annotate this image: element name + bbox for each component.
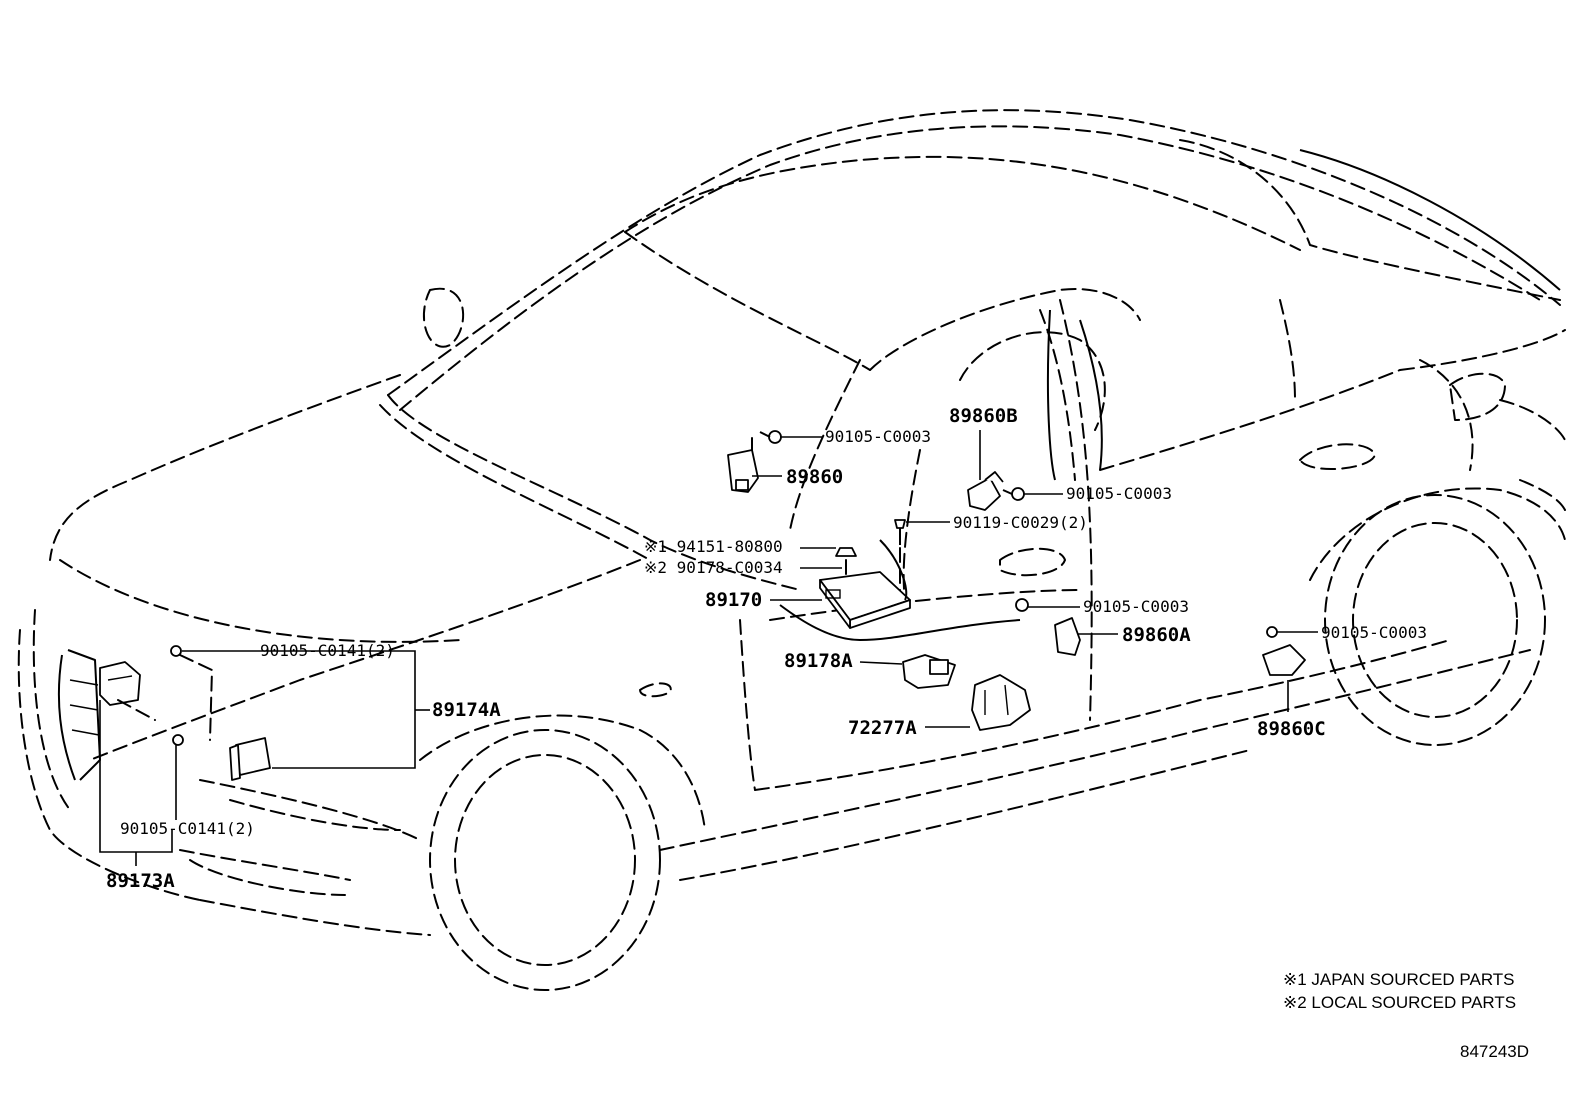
sensor-89860-part <box>727 437 759 493</box>
label-90105-c0003-b: 90105-C0003 <box>1066 484 1172 503</box>
diagram-id: 847243D <box>1460 1042 1529 1061</box>
label-90105-c0003-c: 90105-C0003 <box>1083 597 1189 616</box>
label-89860c: 89860C <box>1257 718 1326 740</box>
sensor-89860b-part <box>967 471 1004 511</box>
label-89860b: 89860B <box>949 405 1018 427</box>
airbag-ecu-89170-part <box>779 539 1021 641</box>
label-90105-c0141-b: 90105-C0141(2) <box>120 819 255 838</box>
sensor-89174a-part <box>170 645 271 781</box>
legend-notes: ※1 JAPAN SOURCED PARTS ※2 LOCAL SOURCED … <box>1283 970 1529 1061</box>
label-72277a: 72277A <box>848 717 917 739</box>
sensor-89178a-part <box>902 654 956 689</box>
label-89173a: 89173A <box>106 870 175 892</box>
label-90119-c0029: 90119-C0029(2) <box>953 513 1088 532</box>
label-89170: 89170 <box>705 589 762 611</box>
note-local-sourced: ※2 LOCAL SOURCED PARTS <box>1283 993 1516 1012</box>
label-90105-c0003-d: 90105-C0003 <box>1321 623 1427 642</box>
car-body-outline <box>49 109 1566 881</box>
label-89860a: 89860A <box>1122 624 1191 646</box>
label-89178a: 89178A <box>784 650 853 672</box>
label-89174a: 89174A <box>432 699 501 721</box>
part-labels: 90105-C0003 89860 89860B 90105-C0003 901… <box>106 405 1427 892</box>
bolt-90105-c0003-c-part <box>1015 598 1029 612</box>
leader-lines <box>99 430 1318 866</box>
rear-wheel-outline <box>1309 487 1566 746</box>
sensor-89860c-part <box>1262 626 1306 676</box>
label-90178-c0034: ※2 90178-C0034 <box>644 558 783 577</box>
label-89860: 89860 <box>786 466 843 488</box>
bracket-72277a-part <box>971 674 1031 731</box>
sensor-89860a-part <box>1054 617 1081 656</box>
bolt-90105-c0003-a-part <box>759 430 782 444</box>
nut-94151-part <box>835 547 857 586</box>
label-94151-80800: ※1 94151-80800 <box>644 537 783 556</box>
front-fascia-outline <box>17 609 431 936</box>
label-90105-c0141-a: 90105-C0141(2) <box>260 641 395 660</box>
label-90105-c0003-a: 90105-C0003 <box>825 427 931 446</box>
front-wheel-outline <box>419 714 706 991</box>
bolt-90105-c0003-b-part <box>1002 487 1025 501</box>
bracket-89173a-part <box>99 661 184 746</box>
note-japan-sourced: ※1 JAPAN SOURCED PARTS <box>1283 970 1515 989</box>
